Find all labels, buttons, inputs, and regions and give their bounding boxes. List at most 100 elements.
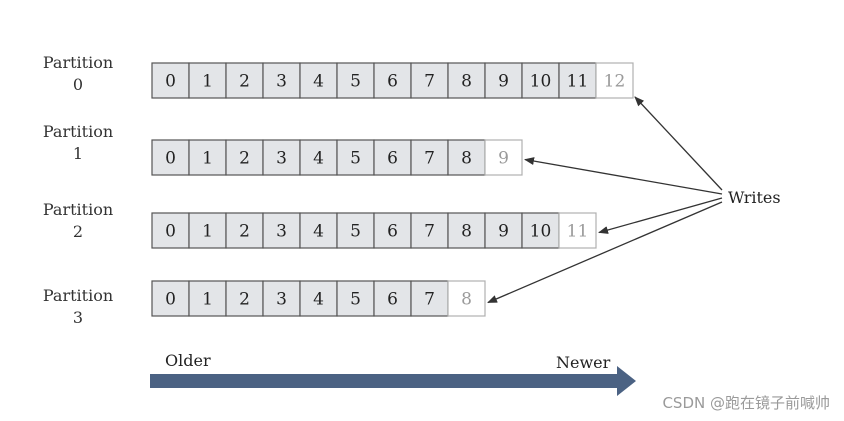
offset-label: 9 bbox=[498, 222, 509, 242]
partition-row-1: 0 1 2 3 4 5 6 7 8 9 bbox=[151, 139, 523, 176]
timeline-arrow bbox=[150, 366, 636, 396]
write-arrow-0 bbox=[634, 96, 723, 191]
offset-label: 8 bbox=[461, 72, 472, 92]
next-offset-cell bbox=[484, 139, 523, 176]
next-offset-label: 8 bbox=[461, 290, 472, 310]
writes-label: Writes bbox=[728, 188, 781, 207]
offset-label: 2 bbox=[239, 290, 250, 310]
offset-cell bbox=[447, 139, 486, 176]
offset-label: 11 bbox=[567, 72, 589, 92]
offset-label: 0 bbox=[165, 222, 176, 242]
offset-cell bbox=[262, 280, 301, 317]
offset-cell bbox=[521, 62, 560, 99]
offset-label: 6 bbox=[387, 290, 398, 310]
offset-cell bbox=[373, 280, 412, 317]
partition-label-index: 2 bbox=[72, 222, 84, 241]
next-offset-label: 11 bbox=[567, 222, 589, 242]
partition-label-0: Partition 0 bbox=[28, 52, 128, 96]
offset-cell bbox=[336, 62, 375, 99]
partition-label-3: Partition 3 bbox=[28, 285, 128, 329]
offset-label: 10 bbox=[530, 222, 552, 242]
offset-cell bbox=[299, 280, 338, 317]
offset-label: 5 bbox=[350, 72, 361, 92]
offset-cell bbox=[410, 212, 449, 249]
partition-label-index: 0 bbox=[72, 75, 84, 94]
offset-cell bbox=[188, 139, 227, 176]
offset-label: 3 bbox=[276, 290, 287, 310]
offset-label: 6 bbox=[387, 222, 398, 242]
offset-cell bbox=[558, 62, 597, 99]
next-offset-cell bbox=[595, 62, 634, 99]
watermark: CSDN @跑在镜子前喊帅 bbox=[662, 394, 830, 412]
offset-label: 9 bbox=[498, 72, 509, 92]
offset-label: 1 bbox=[202, 290, 213, 310]
write-arrow-2 bbox=[598, 197, 723, 234]
partition-label-index: 3 bbox=[72, 308, 84, 327]
offset-cell bbox=[336, 280, 375, 317]
offset-label: 1 bbox=[202, 222, 213, 242]
offset-cell bbox=[336, 212, 375, 249]
newer-label: Newer bbox=[556, 353, 611, 372]
offset-label: 0 bbox=[165, 72, 176, 92]
offset-cell bbox=[447, 62, 486, 99]
offset-label: 5 bbox=[350, 290, 361, 310]
offset-label: 7 bbox=[424, 149, 435, 169]
offset-label: 7 bbox=[424, 290, 435, 310]
offset-label: 4 bbox=[313, 149, 324, 169]
offset-cell bbox=[336, 139, 375, 176]
offset-label: 2 bbox=[239, 222, 250, 242]
offset-label: 3 bbox=[276, 72, 287, 92]
offset-cell bbox=[373, 139, 412, 176]
offset-cell bbox=[410, 62, 449, 99]
offset-cell bbox=[225, 212, 264, 249]
offset-label: 0 bbox=[165, 149, 176, 169]
offset-cell bbox=[188, 62, 227, 99]
next-offset-label: 9 bbox=[498, 149, 509, 169]
offset-cell bbox=[410, 280, 449, 317]
offset-label: 1 bbox=[202, 149, 213, 169]
offset-label: 4 bbox=[313, 222, 324, 242]
offset-label: 5 bbox=[350, 222, 361, 242]
write-arrow-1 bbox=[524, 157, 723, 195]
partition-label-text: Partition bbox=[42, 286, 114, 305]
offset-cell bbox=[447, 212, 486, 249]
offset-label: 4 bbox=[313, 72, 324, 92]
offset-label: 2 bbox=[239, 149, 250, 169]
offset-cell bbox=[262, 139, 301, 176]
partition-label-1: Partition 1 bbox=[28, 121, 128, 165]
offset-label: 2 bbox=[239, 72, 250, 92]
offset-label: 5 bbox=[350, 149, 361, 169]
next-offset-cell bbox=[558, 212, 597, 249]
offset-label: 10 bbox=[530, 72, 552, 92]
partition-label-2: Partition 2 bbox=[28, 199, 128, 243]
offset-cell bbox=[151, 139, 190, 176]
offset-cell bbox=[188, 280, 227, 317]
offset-label: 8 bbox=[461, 149, 472, 169]
partition-label-text: Partition bbox=[42, 200, 114, 219]
offset-label: 6 bbox=[387, 149, 398, 169]
offset-cell bbox=[373, 62, 412, 99]
write-arrow-3 bbox=[487, 201, 723, 304]
offset-cell bbox=[299, 139, 338, 176]
offset-cell bbox=[225, 280, 264, 317]
write-arrows bbox=[487, 96, 723, 304]
next-offset-label: 12 bbox=[604, 72, 626, 92]
offset-cell bbox=[151, 212, 190, 249]
offset-label: 1 bbox=[202, 72, 213, 92]
partition-label-text: Partition bbox=[42, 122, 114, 141]
offset-label: 8 bbox=[461, 222, 472, 242]
older-label: Older bbox=[165, 351, 211, 370]
offset-cell bbox=[373, 212, 412, 249]
offset-label: 7 bbox=[424, 72, 435, 92]
offset-cell bbox=[484, 212, 523, 249]
next-offset-cell bbox=[447, 280, 486, 317]
partition-label-text: Partition bbox=[42, 53, 114, 72]
offset-label: 3 bbox=[276, 149, 287, 169]
offset-cell bbox=[225, 139, 264, 176]
offset-cell bbox=[151, 62, 190, 99]
offset-label: 6 bbox=[387, 72, 398, 92]
